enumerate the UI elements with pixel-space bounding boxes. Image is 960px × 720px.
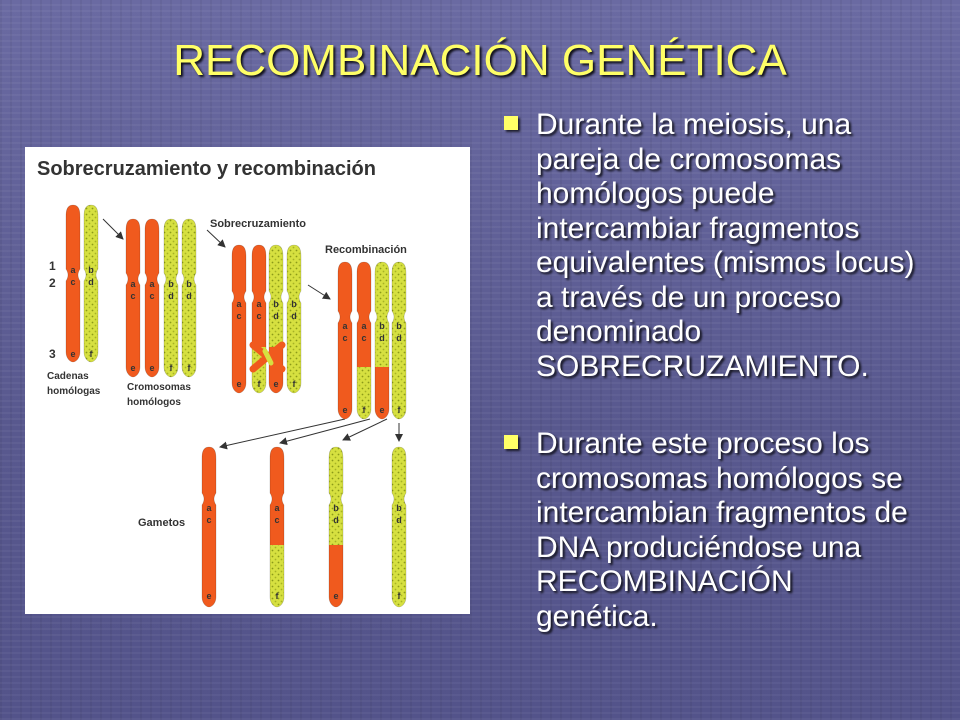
allele-f: f — [398, 591, 402, 601]
allele-c: c — [130, 291, 135, 301]
allele-b: b — [168, 279, 174, 289]
allele-f: f — [363, 405, 367, 415]
gamete-3: bd e — [328, 446, 344, 608]
allele-a: a — [236, 299, 242, 309]
locus-number-3: 3 — [49, 347, 56, 361]
locus-number-1: 1 — [49, 259, 56, 273]
allele-c: c — [361, 333, 366, 343]
gamete-2: ac f — [269, 446, 285, 608]
recombined-chromatid-2: ac f — [356, 261, 372, 420]
allele-d: d — [379, 333, 385, 343]
allele-c: c — [206, 515, 211, 525]
caption-chromosomes-line2: homólogos — [127, 397, 181, 408]
recombined-chromatid-4: bd f — [391, 261, 407, 420]
allele-f: f — [293, 379, 297, 389]
allele-a: a — [274, 503, 280, 513]
caption-chains-line2: homólogas — [47, 386, 101, 397]
allele-c: c — [236, 311, 241, 321]
allele-b: b — [333, 503, 339, 513]
arrow-to-gamete-2 — [279, 418, 371, 446]
square-bullet-icon — [504, 116, 518, 130]
allele-b: b — [379, 321, 385, 331]
duplicated-chromosome-1: ac e — [125, 218, 141, 378]
allele-b: b — [186, 279, 192, 289]
allele-b: b — [396, 321, 402, 331]
duplicated-chromosome-2: ac e — [144, 218, 160, 378]
allele-f: f — [90, 349, 94, 359]
allele-e: e — [236, 379, 241, 389]
bullet-list: Durante la meiosis, una pareja de cromos… — [500, 108, 920, 634]
arrow-to-gamete-1 — [219, 418, 346, 450]
arrow-to-recombination — [307, 284, 331, 300]
caption-chains-line1: Cadenas — [47, 371, 89, 382]
allele-e: e — [333, 591, 338, 601]
allele-a: a — [130, 279, 136, 289]
square-bullet-icon — [504, 435, 518, 449]
allele-b: b — [291, 299, 297, 309]
arrow-to-gamete-3 — [342, 418, 388, 441]
gamete-1: ac e — [201, 446, 217, 608]
allele-e: e — [70, 349, 75, 359]
duplicated-chromosome-3: bd f — [163, 218, 179, 378]
allele-d: d — [396, 515, 402, 525]
allele-d: d — [88, 277, 94, 287]
bullet-text-process: Durante este proceso los cromosomas homó… — [536, 427, 908, 633]
allele-d: d — [396, 333, 402, 343]
chromosome-diagram: Sobrecruzamiento y recombinación Sobrecr… — [37, 158, 407, 608]
allele-f: f — [398, 405, 402, 415]
allele-a: a — [70, 265, 76, 275]
allele-c: c — [70, 277, 75, 287]
locus-number-2: 2 — [49, 276, 56, 290]
allele-a: a — [206, 503, 212, 513]
stage-label-crossover: Sobrecruzamiento — [210, 218, 306, 230]
chain-orange: ac e — [65, 204, 81, 363]
allele-d: d — [333, 515, 339, 525]
bullet-text-meiosis: Durante la meiosis, una pareja de cromos… — [536, 108, 915, 383]
allele-d: d — [273, 311, 279, 321]
chromosome-group: acebdfaceacebdfbdfaceacfbdebdfaceacfbdeb… — [65, 204, 407, 608]
arrow-to-duplication — [102, 218, 124, 240]
crossover-x-yellow — [262, 348, 274, 366]
allele-e: e — [149, 363, 154, 373]
bullet-item-meiosis: Durante la meiosis, una pareja de cromos… — [500, 108, 920, 384]
recombined-chromatid-3: bd e — [374, 261, 390, 420]
recombined-chromatid-1: ac e — [337, 261, 353, 420]
allele-e: e — [130, 363, 135, 373]
allele-d: d — [186, 291, 192, 301]
allele-c: c — [256, 311, 261, 321]
stage-label-gametes: Gametos — [138, 517, 185, 529]
slide-title: RECOMBINACIÓN GENÉTICA — [173, 36, 787, 85]
allele-a: a — [256, 299, 262, 309]
allele-a: a — [342, 321, 348, 331]
allele-f: f — [170, 363, 174, 373]
allele-e: e — [206, 591, 211, 601]
crossover-chromatid-1: ac e — [231, 244, 247, 394]
duplicated-chromosome-4: bd f — [181, 218, 197, 378]
allele-c: c — [149, 291, 154, 301]
arrow-to-crossover — [206, 229, 226, 248]
allele-e: e — [379, 405, 384, 415]
recombination-figure: Sobrecruzamiento y recombinación Sobrecr… — [25, 147, 470, 614]
gamete-4: bd f — [391, 446, 407, 608]
allele-b: b — [273, 299, 279, 309]
allele-f: f — [188, 363, 192, 373]
allele-d: d — [168, 291, 174, 301]
allele-e: e — [273, 379, 278, 389]
allele-f: f — [276, 591, 280, 601]
stage-label-recombination: Recombinación — [325, 244, 407, 256]
allele-b: b — [396, 503, 402, 513]
allele-b: b — [88, 265, 94, 275]
chain-yellow: bd f — [83, 204, 99, 363]
figure-title: Sobrecruzamiento y recombinación — [37, 158, 376, 180]
allele-d: d — [291, 311, 297, 321]
allele-a: a — [149, 279, 155, 289]
allele-a: a — [361, 321, 367, 331]
bullet-item-process: Durante este proceso los cromosomas homó… — [500, 427, 920, 634]
allele-e: e — [342, 405, 347, 415]
caption-chromosomes-line1: Cromosomas — [127, 382, 191, 393]
allele-f: f — [258, 379, 262, 389]
allele-c: c — [274, 515, 279, 525]
crossover-chromatid-4: bd f — [286, 244, 302, 394]
allele-c: c — [342, 333, 347, 343]
